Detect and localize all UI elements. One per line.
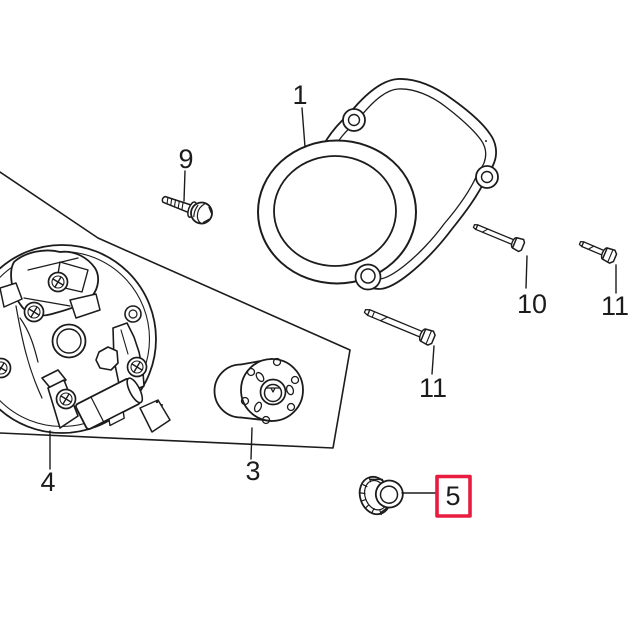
part-label-bolt-11-middle[interactable]: 11 [419,373,447,403]
bolt-11-middle-drawing [363,308,436,346]
gasket-drawing [317,78,499,290]
bolt-10-drawing [472,223,526,253]
part-label-bolt-9[interactable]: 9 [178,144,193,174]
part-label-rotor[interactable]: 3 [245,456,260,486]
part-label-cover[interactable]: 1 [292,80,307,110]
bolt-11-right-drawing [578,240,618,264]
cover-drawing [257,139,417,291]
bolt-9-drawing [161,195,213,225]
part-label-nut[interactable]: 5 [445,481,460,511]
stator-bracket-drawing [95,322,148,393]
highlight-box[interactable] [435,474,472,518]
stator-arm-drawing [41,369,171,433]
stator-assembly-drawing [0,244,171,434]
leader-lines [49,107,617,494]
part-label-bolt-11-right[interactable]: 11 [601,291,629,321]
nut-drawing [358,475,404,516]
contact-points-drawing [0,249,101,323]
part-label-bolt-10[interactable]: 10 [517,289,547,319]
condenser-drawing [75,377,144,430]
crankcase-wedge-outline [0,171,351,449]
rotor-drawing [213,357,304,425]
part-label-stator[interactable]: 4 [40,467,55,497]
